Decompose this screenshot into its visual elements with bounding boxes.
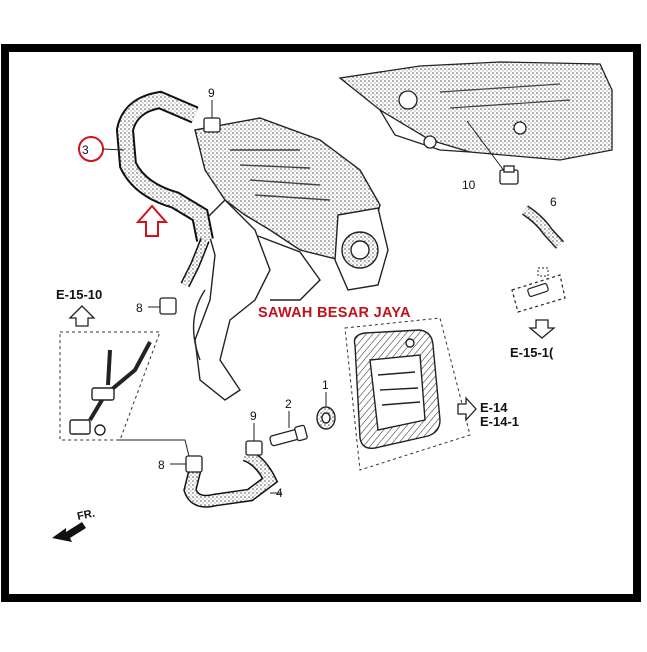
small-part-right [511, 274, 566, 313]
hose-4 [184, 450, 277, 507]
cylinder-head-drawing [338, 61, 613, 161]
part-label-4: 4 [276, 486, 283, 500]
ref-up-arrow-icon [68, 305, 96, 327]
front-arrow-icon [52, 522, 86, 542]
pcv-valve-2 [269, 424, 308, 447]
ref-e14-1: E-14-1 [480, 414, 519, 429]
part-label-9a: 9 [208, 86, 215, 100]
clip-8a [159, 297, 177, 315]
up-arrow-icon [135, 204, 169, 237]
part-label-9b: 9 [250, 409, 257, 423]
ref-e15-10-right: E-15-1( [510, 345, 554, 360]
part-10-leader [466, 120, 506, 173]
part-3-leader [102, 148, 125, 151]
hose-3-tail [181, 238, 209, 287]
part-label-6: 6 [550, 195, 557, 209]
part-label-10: 10 [462, 178, 476, 192]
part-label-8b: 8 [158, 458, 165, 472]
ref-right-arrow-icon [457, 396, 477, 422]
hose-3 [117, 92, 212, 242]
part-label-2: 2 [285, 397, 292, 411]
clip-10 [499, 165, 519, 185]
part-label-3: 3 [82, 143, 89, 157]
breather-plate-drawing [353, 329, 441, 449]
intake-manifold-drawing [192, 117, 389, 401]
front-label: FR. [76, 508, 96, 523]
watermark-text: SAWAH BESAR JAYA [258, 305, 411, 321]
ref-e15-10-left: E-15-10 [56, 287, 102, 302]
ref-down-arrow-icon [528, 319, 556, 339]
detail-box-left [59, 331, 161, 441]
clip-9a [203, 117, 221, 133]
tube-assembly-left [69, 341, 152, 436]
detail-leader-line [118, 439, 191, 461]
part-marker-right [537, 267, 549, 277]
clip-8b [185, 455, 203, 473]
part-label-8a: 8 [136, 301, 143, 315]
hose-6 [522, 206, 563, 248]
clip-9b [245, 440, 263, 456]
part-label-1: 1 [322, 378, 329, 392]
detail-box-right [344, 317, 471, 471]
ref-e14: E-14 [480, 400, 508, 415]
outer-border [1, 44, 641, 602]
grommet-1 [316, 406, 336, 430]
